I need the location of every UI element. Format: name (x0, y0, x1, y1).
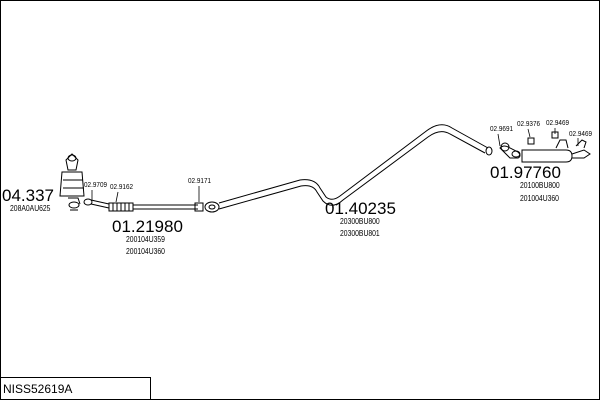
leader-lines (91, 128, 579, 203)
fitting-label-f4[interactable]: 02.9691 (490, 124, 514, 133)
front-pipe-oe-number-1: 200104U359 (126, 235, 165, 244)
fitting-label-f6[interactable]: 02.9469 (546, 118, 570, 127)
rear-silencer-drawing (499, 139, 591, 163)
front-pipe-drawing (83, 198, 204, 212)
assembly-code: NISS52619A (3, 382, 73, 396)
fitting-label-f7[interactable]: 02.9469 (569, 129, 593, 138)
assembly-code-box: NISS52619A (0, 377, 151, 400)
center-pipe-drawing (218, 124, 493, 210)
center-pipe-part-number[interactable]: 01.40235 (325, 199, 396, 218)
rear-silencer-oe-number-2: 201004U360 (520, 194, 559, 203)
rear-silencer-oe-number-1: 20100BU800 (520, 181, 560, 190)
fitting-label-f1[interactable]: 02.9709 (84, 180, 108, 189)
front-pipe-part-number[interactable]: 01.21980 (112, 217, 183, 236)
rear-hangers-drawing (500, 131, 559, 152)
catalyst-drawing (59, 153, 85, 211)
rear-silencer-part-number[interactable]: 01.97760 (490, 163, 561, 182)
center-pipe-oe-number-2: 20300BU801 (340, 229, 380, 238)
catalyst-oe-number: 208A0AU625 (10, 204, 51, 213)
catalyst-part-number[interactable]: 04.337 (2, 186, 54, 205)
fitting-label-f5[interactable]: 02.9376 (517, 119, 541, 128)
front-pipe-oe-number-2: 200104U360 (126, 247, 165, 256)
fitting-label-f2[interactable]: 02.9162 (110, 182, 134, 191)
flange-gasket-drawing (204, 201, 220, 213)
center-pipe-oe-number-1: 20300BU800 (340, 217, 380, 226)
fitting-label-f3[interactable]: 02.9171 (188, 176, 212, 185)
